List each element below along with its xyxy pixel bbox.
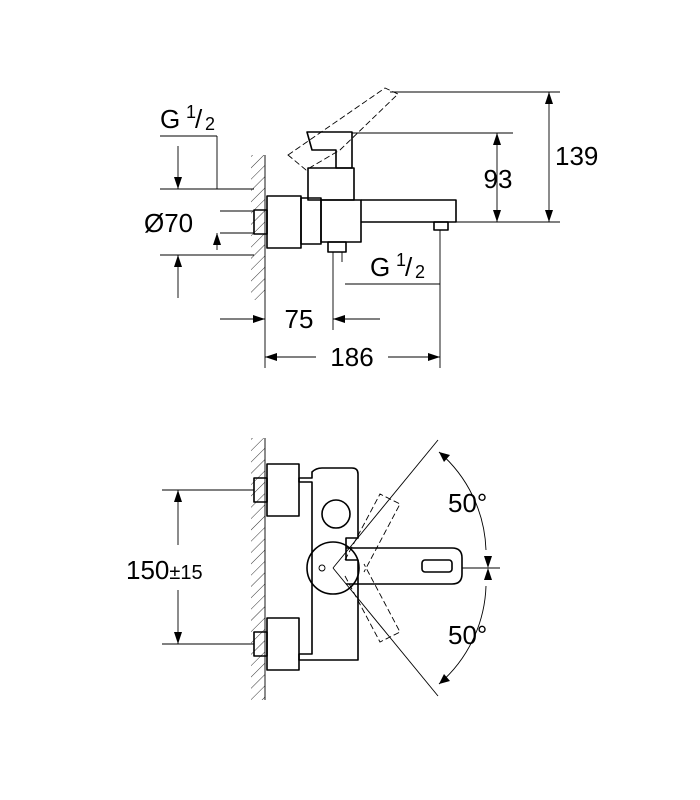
thread-bottom-base: G [370,252,390,282]
faucet-body-front [253,463,463,671]
thread-label-bottom: G 1 / 2 [370,250,425,282]
dim-75-label: 75 [285,304,314,334]
dim-93-label: 93 [484,164,513,194]
dim-150-tolerance: ±15 [169,562,202,584]
thread-top-slash: / [195,104,203,134]
thread-top-base: G [160,104,180,134]
front-view: 150±15 50° 50° [126,438,500,700]
dim-139-label: 139 [555,141,598,171]
thread-bottom-num: 1 [396,250,406,270]
thread-bottom-slash: / [405,252,413,282]
dim-150-label: 150±15 [126,555,203,585]
dim-186-label: 186 [330,342,373,372]
thread-top-num: 1 [186,102,196,122]
angle-lower-label: 50° [448,620,487,650]
thread-top-den: 2 [205,114,215,134]
thread-label-top: G 1 / 2 [160,102,215,134]
faucet-body-side [253,87,457,262]
side-view: 93 139 G 1 / 2 Ø70 G 1 / 2 [144,87,598,372]
thread-bottom-den: 2 [415,262,425,282]
diameter-label: Ø70 [144,208,193,238]
wall-side [251,155,266,300]
dim-150-value: 150 [126,555,169,585]
angle-upper-label: 50° [448,488,487,518]
